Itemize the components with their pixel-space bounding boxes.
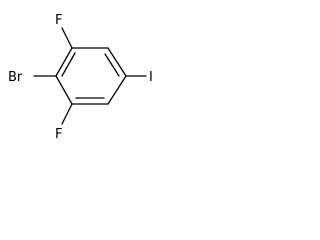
- bond-c1-c2: [55, 47, 73, 77]
- fluorine-label-top: F: [55, 13, 62, 28]
- bromine-label: Br: [8, 70, 23, 85]
- structure-diagram: F Br F I: [8, 13, 153, 142]
- bond-c6-f-bottom: [61, 103, 73, 125]
- bond-c3-c4: [107, 47, 127, 77]
- bond-c2-f-top: [61, 27, 73, 49]
- bond-c1-c2-double: [61, 52, 76, 77]
- fluorine-label-bottom: F: [55, 127, 62, 142]
- bond-c4-c5: [107, 75, 127, 105]
- bond-c6-c1: [55, 75, 73, 105]
- bond-c3-c4-double: [104, 53, 120, 77]
- iodine-label: I: [149, 70, 153, 85]
